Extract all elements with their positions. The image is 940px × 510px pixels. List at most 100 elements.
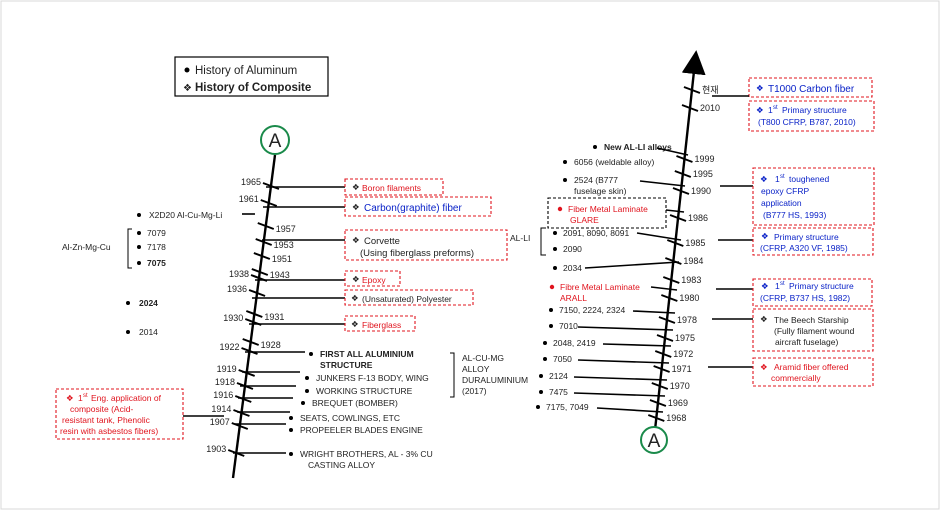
event-brequet: BREQUET (BOMBER) bbox=[312, 398, 398, 408]
right-tick bbox=[666, 239, 684, 247]
left-year-label: 1965 bbox=[241, 177, 261, 187]
right-year-label: 1983 bbox=[681, 275, 701, 285]
ps2-sub: (CFRP, A320 VF, 1985) bbox=[760, 243, 848, 253]
right-tick bbox=[660, 294, 678, 302]
left-year-label: 1957 bbox=[276, 224, 296, 234]
first-eng-l4: resin with asbestos fibers) bbox=[60, 426, 158, 436]
alloy-glare-2: GLARE bbox=[570, 215, 599, 225]
right-year-label: 현재 bbox=[702, 85, 719, 95]
left-tick bbox=[245, 310, 263, 318]
glare-box bbox=[547, 197, 667, 229]
alloy-note-1: AL-CU-MG bbox=[462, 353, 504, 363]
alloy-2524: 2524 (B777 bbox=[574, 175, 618, 185]
right-year-label: 1985 bbox=[685, 238, 705, 248]
svg-text:❖: ❖ bbox=[760, 362, 768, 372]
left-year-label: 1916 bbox=[213, 390, 233, 400]
right-tick bbox=[665, 257, 682, 265]
alloy-group-label: Al-Zn-Mg-Cu bbox=[62, 242, 111, 252]
alloy-arall-2: ARALL bbox=[560, 293, 587, 303]
svg-text:❖: ❖ bbox=[352, 235, 360, 245]
toughened-box bbox=[752, 167, 875, 226]
left-tick bbox=[233, 409, 250, 417]
right-year-label: 1971 bbox=[672, 364, 692, 374]
ps1-sub: (T800 CFRP, B787, 2010) bbox=[758, 117, 856, 127]
left-year-label: 1931 bbox=[264, 312, 284, 322]
left-tick bbox=[257, 222, 275, 230]
right-timeline: A 현재201019991995199019861985198419831980… bbox=[640, 50, 720, 454]
boron-box bbox=[344, 178, 444, 196]
diamond-icon: ❖ bbox=[183, 83, 192, 94]
toughened-2: epoxy CFRP bbox=[761, 186, 810, 196]
right-tick bbox=[669, 214, 687, 222]
right-tick bbox=[658, 316, 676, 324]
alloy-7079: 7079 bbox=[147, 228, 166, 238]
right-tick bbox=[676, 155, 693, 163]
alloy-2048: 2048, 2419 bbox=[553, 338, 596, 348]
alli-label: AL-LI bbox=[510, 233, 530, 243]
left-timeline: A 19651961195719531951194319381936193119… bbox=[206, 125, 296, 479]
alloy-2024: 2024 bbox=[139, 298, 158, 308]
alloy-2091: 2091, 8090, 8091 bbox=[563, 228, 629, 238]
alloy-7150: 7150, 2224, 2324 bbox=[559, 305, 625, 315]
alloy-7175: 7175, 7049 bbox=[546, 402, 589, 412]
alloy-new-alli: New AL-LI alloys bbox=[604, 142, 672, 152]
ps2-text: Primary structure bbox=[774, 232, 839, 242]
svg-text:1: 1 bbox=[768, 105, 773, 115]
svg-text:❖: ❖ bbox=[352, 182, 360, 192]
right-tick bbox=[649, 399, 667, 407]
svg-text:❖: ❖ bbox=[351, 293, 359, 303]
left-year-label: 1914 bbox=[211, 404, 231, 414]
first-eng-l2: composite (Acid- bbox=[70, 404, 133, 414]
svg-text:❖: ❖ bbox=[756, 83, 764, 93]
event-first-all-2: STRUCTURE bbox=[320, 360, 373, 370]
left-tick bbox=[260, 199, 278, 207]
right-year-label: 1969 bbox=[668, 398, 688, 408]
t1000-text: T1000 Carbon fiber bbox=[768, 84, 855, 95]
svg-text:1: 1 bbox=[775, 281, 780, 291]
event-seats: SEATS, COWLINGS, ETC bbox=[300, 413, 400, 423]
svg-text:❖: ❖ bbox=[756, 105, 764, 115]
left-year-label: 1922 bbox=[219, 342, 239, 352]
alloy-2090: 2090 bbox=[563, 244, 582, 254]
left-year-label: 1961 bbox=[239, 194, 259, 204]
boron-text: Boron filaments bbox=[362, 183, 421, 193]
beech-box bbox=[752, 308, 874, 352]
alloy-2034: 2034 bbox=[563, 263, 582, 273]
right-year-label: 1990 bbox=[691, 186, 711, 196]
left-year-label: 1951 bbox=[272, 254, 292, 264]
beech-2: (Fully filament wound bbox=[774, 326, 855, 336]
alloy-7178: 7178 bbox=[147, 242, 166, 252]
alloy-6056: 6056 (weldable alloy) bbox=[574, 157, 654, 167]
alloy-glare: Fiber Metal Laminate bbox=[568, 204, 648, 214]
svg-text:❖: ❖ bbox=[760, 174, 768, 184]
right-marker-label: A bbox=[648, 431, 661, 452]
left-marker-circle bbox=[260, 125, 290, 155]
svg-text:1: 1 bbox=[78, 393, 83, 403]
toughened-4: (B777 HS, 1993) bbox=[763, 210, 826, 220]
alloy-x2d20: X2D20 Al-Cu-Mg-Li bbox=[149, 210, 222, 220]
left-year-label: 1938 bbox=[229, 269, 249, 279]
left-year-label: 1928 bbox=[261, 340, 281, 350]
legend-aluminum: History of Aluminum bbox=[195, 65, 297, 77]
right-tick bbox=[647, 414, 665, 422]
fiberglass-box bbox=[344, 315, 416, 332]
svg-text:❖: ❖ bbox=[760, 314, 768, 324]
beech-text: The Beech Starship bbox=[774, 315, 849, 325]
svg-text:❖: ❖ bbox=[352, 274, 360, 284]
left-tick bbox=[231, 422, 249, 430]
polyester-text: (Unsaturated) Polyester bbox=[362, 294, 452, 304]
left-alloys: X2D20 Al-Cu-Mg-Li 7079 7178 7075 Al-Zn-M… bbox=[62, 210, 255, 337]
svg-text:st: st bbox=[780, 281, 785, 287]
svg-text:st: st bbox=[773, 105, 778, 111]
left-marker-label: A bbox=[269, 131, 282, 152]
corvette-text: Corvette bbox=[364, 236, 400, 247]
right-year-label: 1980 bbox=[679, 293, 699, 303]
left-year-label: 1936 bbox=[227, 284, 247, 294]
svg-text:❖: ❖ bbox=[761, 281, 769, 291]
polyester-box bbox=[344, 289, 474, 306]
event-first-all: FIRST ALL ALUMINIUM bbox=[320, 349, 414, 359]
left-year-label: 1953 bbox=[274, 240, 294, 250]
left-year-label: 1907 bbox=[210, 417, 230, 427]
